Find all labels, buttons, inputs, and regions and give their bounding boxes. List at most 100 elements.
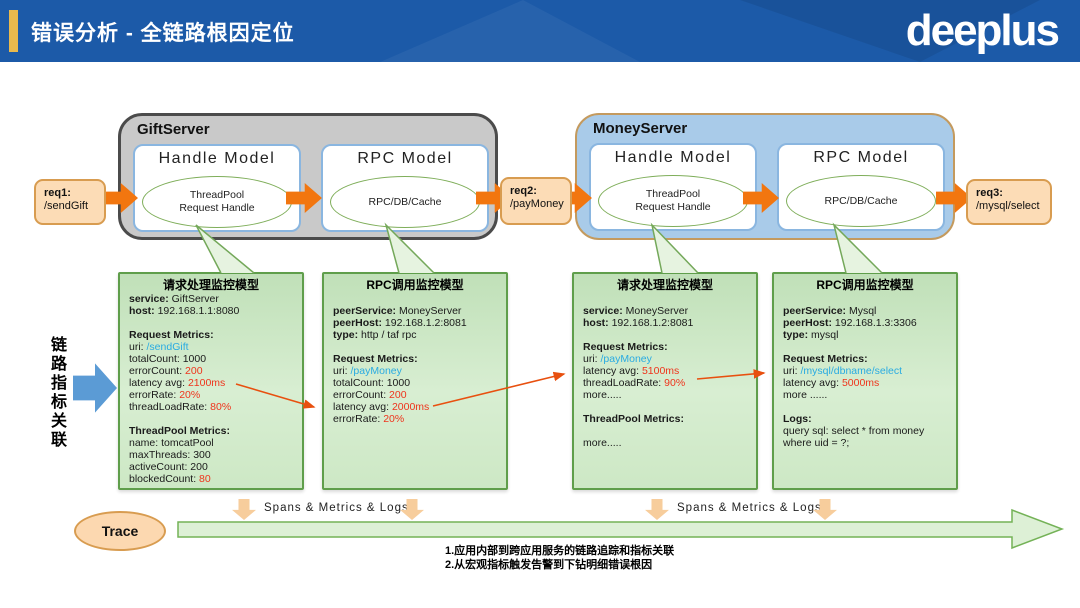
- metric-line: more.....: [583, 437, 622, 449]
- request-id: req1:: [44, 187, 71, 199]
- metric-line: [783, 341, 947, 353]
- spans-metrics-logs-label: Spans & Metrics & Logs: [264, 502, 409, 514]
- model-title: RPC Model: [357, 150, 453, 167]
- metric-line: totalCount: 1000: [333, 377, 411, 389]
- model-title: Handle Model: [158, 150, 276, 167]
- slide-header: 错误分析 - 全链路根因定位 deeplus: [0, 0, 1080, 62]
- down-arrow-icon: [645, 499, 669, 520]
- server-name: GiftServer: [137, 121, 210, 138]
- monitor-box-title: 请求处理监控模型: [616, 278, 713, 292]
- metric-line: threadLoadRate: 90%: [583, 377, 686, 389]
- request-label-req3: req3: /mysql/select: [966, 179, 1052, 225]
- ellipse-line: ThreadPool: [645, 188, 701, 200]
- metric-line: more ......: [783, 389, 828, 401]
- request-path: /payMoney: [510, 198, 564, 210]
- metric-line: [583, 329, 747, 341]
- metric-line: latency avg: 5100ms: [583, 365, 680, 377]
- handle-model-box: Handle Model ThreadPool Request Handle: [133, 144, 301, 232]
- model-title: RPC Model: [813, 149, 909, 166]
- request-label-req1: req1: /sendGift: [34, 179, 106, 225]
- metric-line: [333, 293, 497, 305]
- rpc-ellipse: RPC/DB/Cache: [786, 175, 936, 227]
- metric-line: peerService: MoneyServer: [333, 305, 462, 317]
- metric-line: ThreadPool Metrics:: [583, 413, 684, 425]
- right-arrow-icon: [73, 363, 117, 413]
- handle-model-box: Handle Model ThreadPool Request Handle: [589, 143, 757, 231]
- metric-line: service: MoneyServer: [583, 305, 689, 317]
- accent-bar: [9, 10, 18, 52]
- metric-line: Request Metrics:: [333, 353, 418, 365]
- metric-line: where uid = ?;: [783, 437, 850, 449]
- footnote-line: 2.从宏观指标触发告警到下钻明细错误根因: [445, 559, 653, 571]
- metric-line: [129, 317, 293, 329]
- metric-line: errorRate: 20%: [129, 389, 201, 401]
- footnotes: 1.应用内部到跨应用服务的链路追踪和指标关联 2.从宏观指标触发告警到下钻明细错…: [445, 544, 674, 572]
- metric-line: name: tomcatPool: [129, 437, 214, 449]
- trace-timeline-arrow: [177, 508, 1065, 550]
- metric-line: uri: /mysql/dbname/select: [783, 365, 903, 377]
- metric-line: host: 192.168.1.2:8081: [583, 317, 694, 329]
- metric-line: peerHost: 192.168.1.3:3306: [783, 317, 917, 329]
- spans-metrics-logs-label: Spans & Metrics & Logs: [677, 502, 822, 514]
- metric-line: errorCount: 200: [333, 389, 407, 401]
- header-decoration: [380, 0, 640, 62]
- metric-line: blockedCount: 80: [129, 473, 211, 485]
- trace-ellipse: Trace: [74, 511, 166, 551]
- ellipse-line: RPC/DB/Cache: [824, 194, 898, 207]
- metric-line: Request Metrics:: [583, 341, 668, 353]
- page-title: 错误分析 - 全链路根因定位: [31, 22, 295, 45]
- request-id: req3:: [976, 187, 1003, 199]
- metric-line: Logs:: [783, 413, 812, 425]
- metric-line: Request Metrics:: [783, 353, 868, 365]
- rpc-model-box: RPC Model RPC/DB/Cache: [321, 144, 489, 232]
- ellipse-line: Request Handle: [179, 202, 255, 214]
- footnote-line: 1.应用内部到跨应用服务的链路追踪和指标关联: [445, 545, 675, 557]
- rpc-model-box: RPC Model RPC/DB/Cache: [777, 143, 945, 231]
- request-id: req2:: [510, 185, 537, 197]
- metric-line: peerHost: 192.168.1.2:8081: [333, 317, 467, 329]
- ellipse-line: RPC/DB/Cache: [368, 195, 442, 208]
- metric-line: uri: /payMoney: [333, 365, 402, 377]
- metric-line: uri: /payMoney: [583, 353, 652, 365]
- deeplus-logo: deeplus: [905, 6, 1060, 55]
- rpc-ellipse: RPC/DB/Cache: [330, 176, 480, 228]
- metric-line: query sql: select * from money: [783, 425, 925, 437]
- threadpool-ellipse: ThreadPool Request Handle: [598, 175, 748, 227]
- metric-line: type: http / taf rpc: [333, 329, 417, 341]
- metric-line: service: GiftServer: [129, 293, 219, 305]
- server-box-moneyserver: MoneyServer Handle Model ThreadPool Requ…: [575, 113, 955, 240]
- down-arrow-icon: [232, 499, 256, 520]
- server-box-giftserver: GiftServer Handle Model ThreadPool Reque…: [118, 113, 498, 240]
- metric-line: latency avg: 2000ms: [333, 401, 430, 413]
- model-title: Handle Model: [614, 149, 732, 166]
- metric-line: Request Metrics:: [129, 329, 214, 341]
- metric-line: ThreadPool Metrics:: [129, 425, 230, 437]
- monitor-box-title: RPC调用监控模型: [816, 278, 914, 292]
- metric-line: latency avg: 5000ms: [783, 377, 880, 389]
- metric-line: threadLoadRate: 80%: [129, 401, 232, 413]
- metric-line: errorRate: 20%: [333, 413, 405, 425]
- request-path: /sendGift: [44, 200, 89, 212]
- metric-line: maxThreads: 300: [129, 449, 211, 461]
- ellipse-line: ThreadPool: [189, 189, 245, 201]
- monitor-box-title: 请求处理监控模型: [162, 278, 259, 292]
- server-name: MoneyServer: [593, 120, 688, 137]
- monitor-box-title: RPC调用监控模型: [366, 278, 464, 292]
- request-label-req2: req2: /payMoney: [500, 177, 572, 225]
- metric-line: peerService: Mysql: [783, 305, 877, 317]
- ellipse-line: Request Handle: [635, 201, 711, 213]
- metric-line: more.....: [583, 389, 622, 401]
- request-path: /mysql/select: [976, 200, 1040, 212]
- left-vertical-label: 链路指标关联: [48, 336, 65, 450]
- metric-line: activeCount: 200: [129, 461, 208, 473]
- metric-line: totalCount: 1000: [129, 353, 207, 365]
